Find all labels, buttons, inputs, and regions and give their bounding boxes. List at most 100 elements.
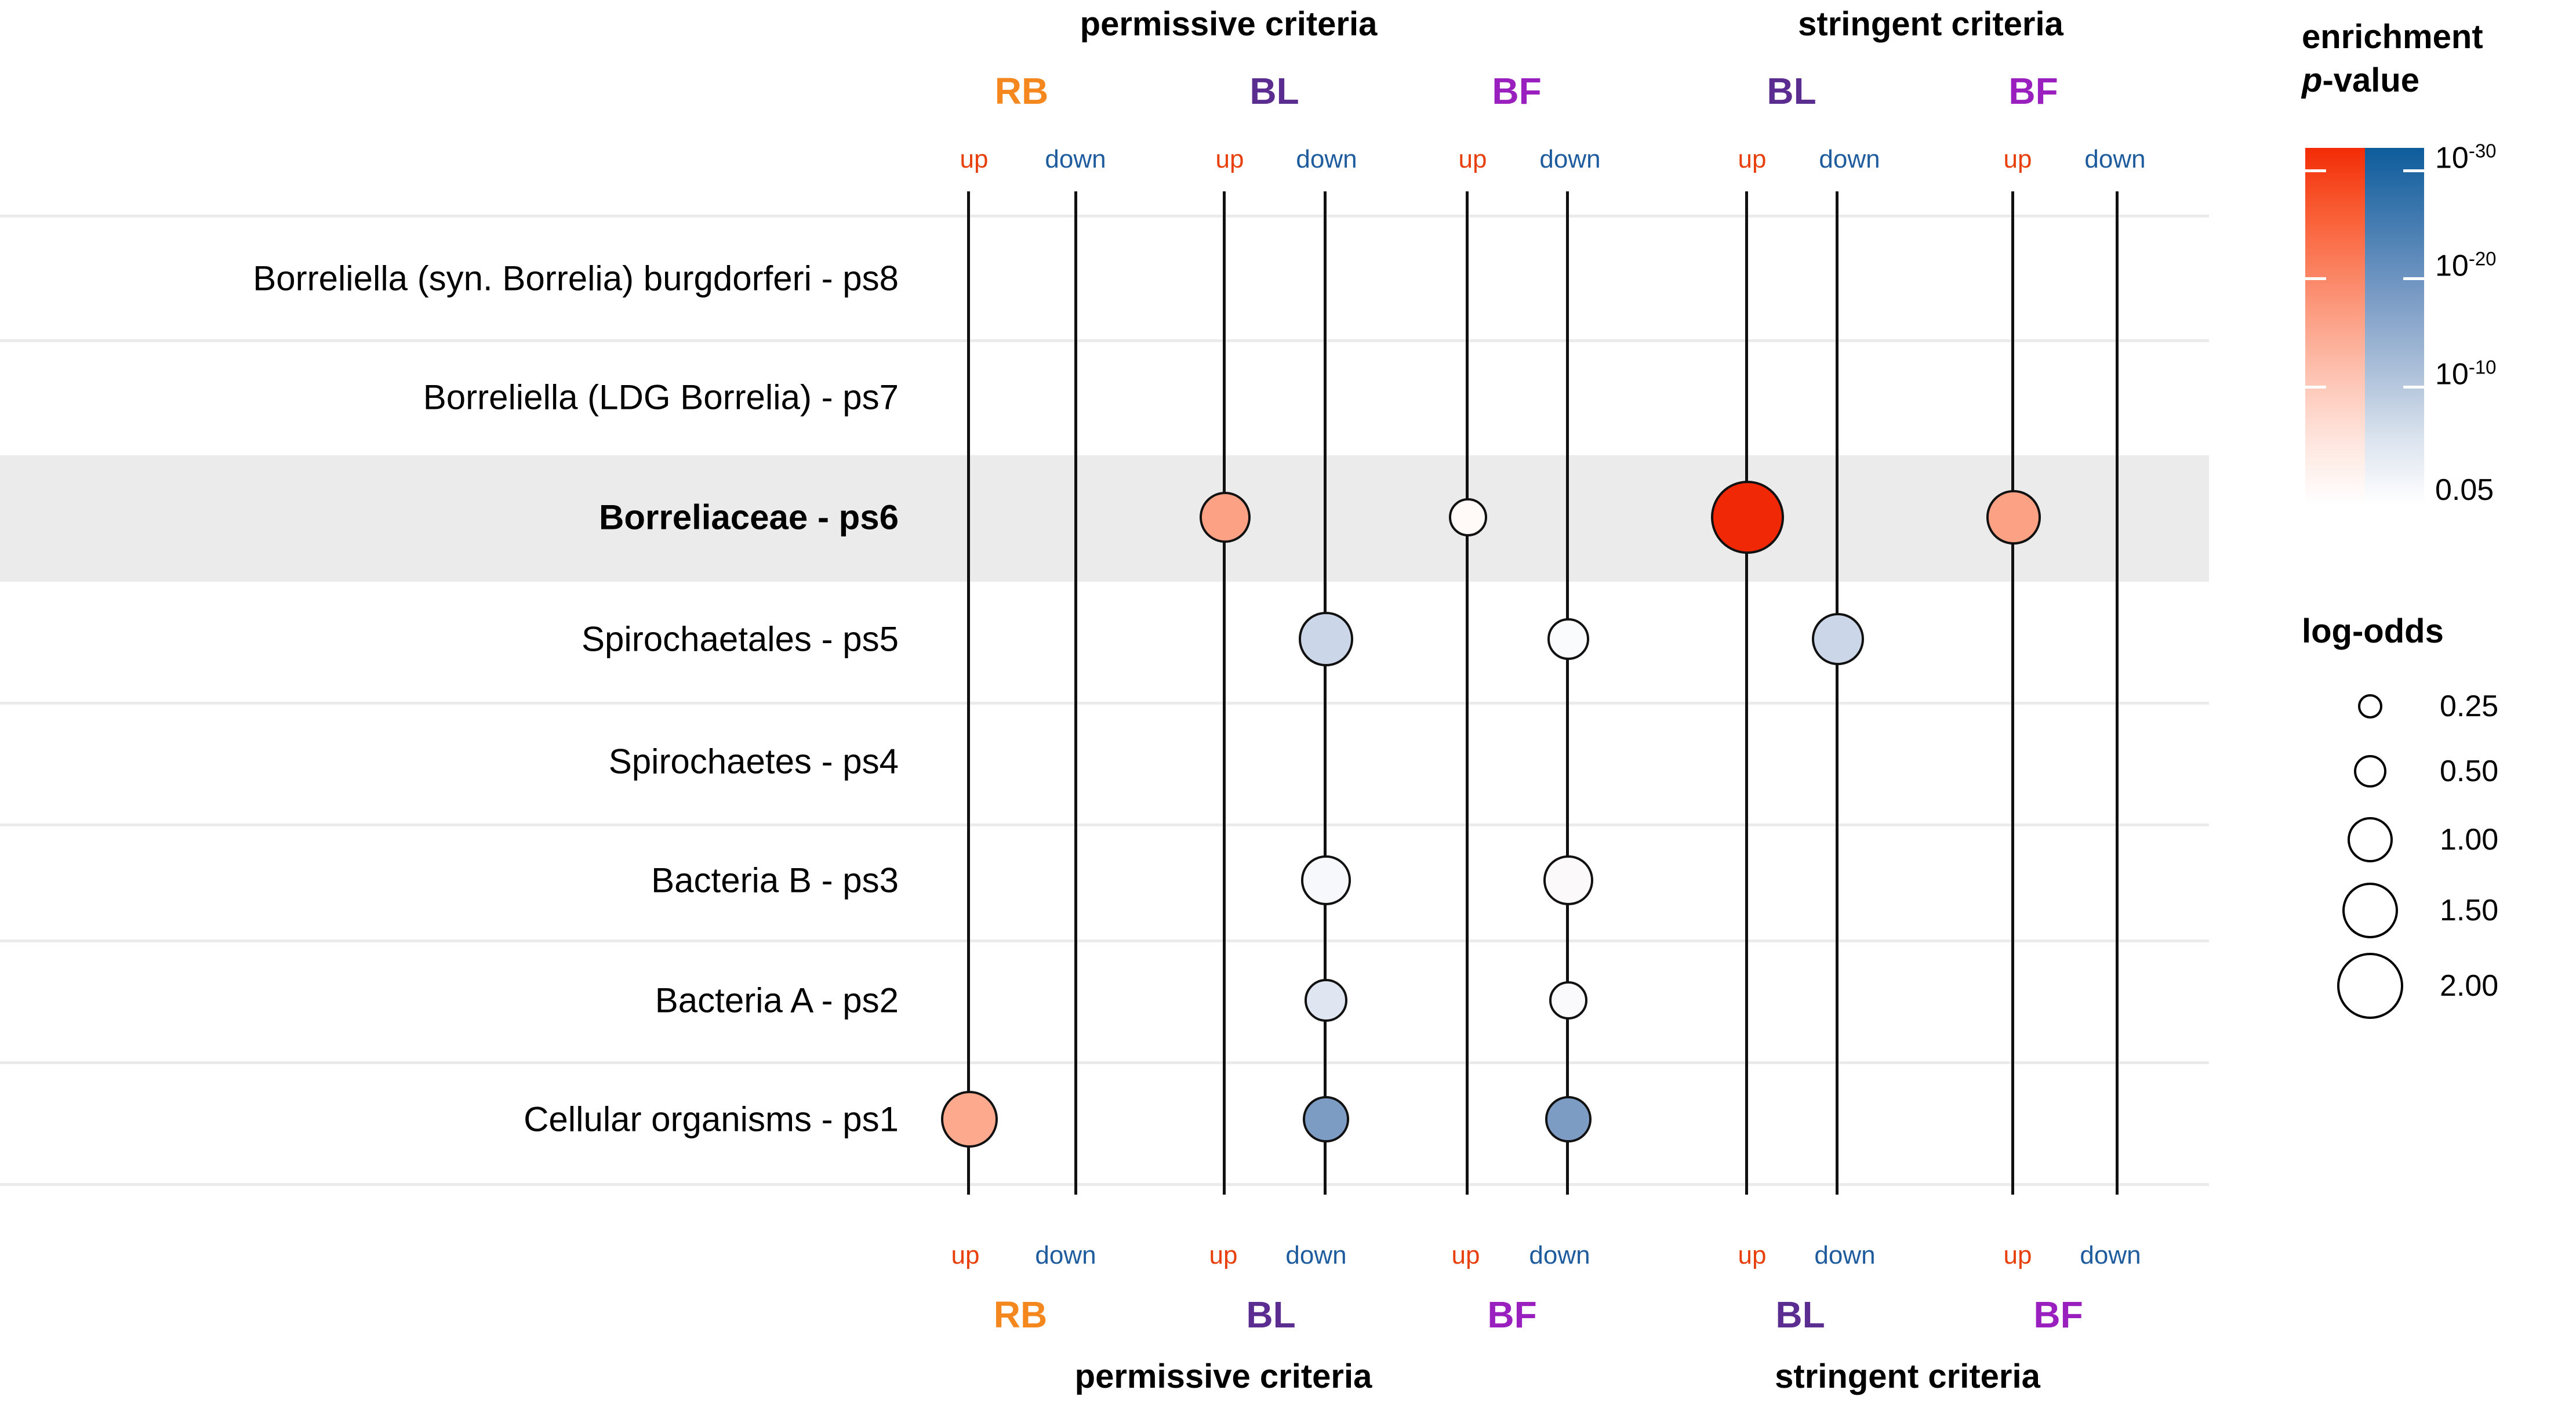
colorbar-label-005: 0.05	[2435, 473, 2494, 507]
gridline	[0, 215, 2209, 217]
direction-footer-down-2: down	[1285, 1241, 1347, 1269]
row-label-ps1: Cellular organisms - ps1	[524, 1100, 899, 1139]
colorbar-label-1e-30: 10-30	[2435, 140, 2497, 175]
data-point[interactable]	[940, 1090, 998, 1148]
row-label-ps3: Bacteria B - ps3	[651, 861, 899, 900]
data-point[interactable]	[1543, 855, 1593, 905]
colorbar-label-1e-20: 10-20	[2435, 248, 2497, 283]
colorbar-mantissa: 10	[2435, 141, 2469, 175]
highlighted-row-band	[0, 455, 2209, 579]
direction-header-up-5-top: up	[2003, 145, 2032, 173]
column-line	[1836, 191, 1839, 1195]
gridline	[0, 579, 2209, 582]
direction-header-down-3-top: down	[1539, 145, 1601, 173]
row-label-ps8: Borreliella (syn. Borrelia) burgdorferi …	[253, 259, 899, 298]
size-legend-label-150: 1.50	[2440, 894, 2499, 927]
size-legend-circle-025	[2358, 694, 2382, 719]
data-point[interactable]	[1711, 481, 1784, 554]
size-legend-circle-100	[2348, 817, 2393, 862]
group-footer-permissive: permissive criteria	[1074, 1358, 1372, 1395]
code-header-bl-permissive-top: BL	[1249, 70, 1299, 112]
data-point[interactable]	[1304, 978, 1348, 1022]
code-footer-rb: RB	[993, 1294, 1048, 1336]
direction-footer-down-4: down	[1814, 1241, 1876, 1269]
data-point[interactable]	[1200, 492, 1251, 543]
legend-panel: enrichment p-value 10-30 10-20 10-10 0.0…	[2296, 0, 2576, 1415]
code-header-rb-top: RB	[994, 70, 1049, 112]
data-point[interactable]	[1811, 612, 1865, 666]
code-footer-bf-stringent: BF	[2033, 1294, 2083, 1336]
colorbar-mantissa: 10	[2435, 357, 2469, 391]
data-point[interactable]	[1549, 981, 1588, 1020]
direction-footer-up-3: up	[1451, 1241, 1480, 1269]
code-footer-bl-permissive: BL	[1246, 1294, 1296, 1336]
plot-panel: Borreliella (syn. Borrelia) burgdorferi …	[0, 191, 2209, 1195]
column-line	[967, 191, 970, 1195]
direction-header-up-4-top: up	[1738, 145, 1767, 173]
gridline	[0, 1061, 2209, 1064]
data-point[interactable]	[1301, 855, 1351, 905]
row-label-ps2: Bacteria A - ps2	[655, 981, 899, 1020]
code-footer-bf-permissive: BF	[1487, 1294, 1537, 1336]
value-suffix: -value	[2322, 61, 2420, 99]
code-footer-bl-stringent: BL	[1775, 1294, 1825, 1336]
direction-footer-up-1: up	[951, 1241, 980, 1269]
data-point[interactable]	[1303, 1096, 1349, 1142]
direction-header-down-4-top: down	[1819, 145, 1880, 173]
data-point[interactable]	[1299, 612, 1353, 666]
colorbar-exponent: -10	[2468, 356, 2497, 378]
direction-header-down-1-top: down	[1045, 145, 1106, 173]
colorbar-up-gradient	[2305, 148, 2365, 505]
size-legend-label-025: 0.25	[2440, 690, 2499, 723]
colorbar-title-line1: enrichment	[2302, 18, 2483, 56]
size-legend-label-050: 0.50	[2440, 754, 2499, 788]
colorbar-down-gradient	[2364, 148, 2424, 505]
direction-header-up-1-top: up	[960, 145, 989, 173]
colorbar-exponent: -30	[2468, 140, 2497, 162]
colorbar-tick	[2403, 277, 2424, 280]
row-label-ps7: Borreliella (LDG Borrelia) - ps7	[423, 378, 899, 417]
colorbar-title-line2: p-value	[2302, 61, 2419, 100]
gridline	[0, 702, 2209, 705]
code-header-bf-stringent-top: BF	[2008, 70, 2058, 112]
p-italic: p	[2302, 61, 2323, 99]
code-header-bl-stringent-top: BL	[1767, 70, 1816, 112]
direction-header-up-3-top: up	[1458, 145, 1487, 173]
size-legend-label-100: 1.00	[2440, 823, 2499, 857]
colorbar-tick	[2403, 386, 2424, 389]
size-legend-circle-200	[2337, 953, 2403, 1019]
column-line	[1566, 191, 1569, 1195]
direction-footer-up-4: up	[1738, 1241, 1767, 1269]
colorbar-exponent: -20	[2468, 248, 2497, 270]
direction-header-up-2-top: up	[1215, 145, 1244, 173]
column-line	[1074, 191, 1077, 1195]
direction-footer-down-1: down	[1035, 1241, 1096, 1269]
group-header-stringent-top: stringent criteria	[1798, 5, 2063, 43]
column-line	[2011, 191, 2014, 1195]
colorbar-tick	[2305, 386, 2326, 389]
direction-footer-up-5: up	[2003, 1241, 2032, 1269]
size-legend-circle-150	[2342, 883, 2398, 938]
gridline	[0, 939, 2209, 942]
direction-footer-down-5: down	[2080, 1241, 2141, 1269]
column-line	[1223, 191, 1226, 1195]
data-point[interactable]	[1545, 1096, 1592, 1142]
group-footer-stringent: stringent criteria	[1775, 1358, 2040, 1395]
direction-footer-up-2: up	[1209, 1241, 1238, 1269]
group-header-permissive-top: permissive criteria	[1080, 5, 1378, 43]
size-legend-circle-050	[2354, 755, 2386, 788]
size-legend-label-200: 2.00	[2440, 969, 2499, 1003]
data-point[interactable]	[1986, 490, 2041, 545]
direction-header-down-2-top: down	[1296, 145, 1357, 173]
column-line	[1745, 191, 1748, 1195]
data-point[interactable]	[1448, 498, 1488, 537]
gridline	[0, 339, 2209, 342]
direction-footer-down-3: down	[1529, 1241, 1590, 1269]
colorbar-mantissa: 10	[2435, 249, 2469, 283]
gridline	[0, 823, 2209, 826]
size-legend-title: log-odds	[2302, 612, 2444, 650]
colorbar-tick	[2305, 169, 2326, 172]
data-point[interactable]	[1547, 618, 1589, 660]
colorbar-tick	[2403, 169, 2424, 172]
